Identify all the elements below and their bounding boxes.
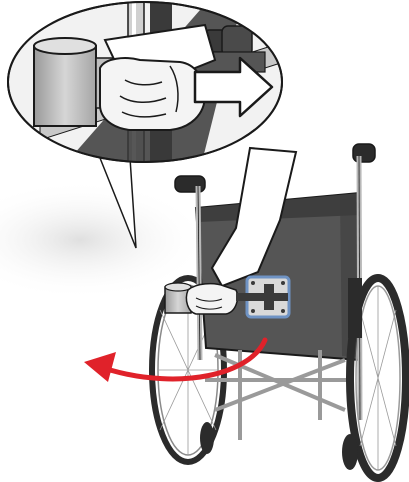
operator-hand xyxy=(186,284,237,314)
hand xyxy=(100,58,205,130)
front-caster-right xyxy=(342,434,358,470)
front-caster-left xyxy=(200,422,214,454)
brake-cylinder xyxy=(34,46,96,126)
zoom-callout xyxy=(8,0,290,170)
